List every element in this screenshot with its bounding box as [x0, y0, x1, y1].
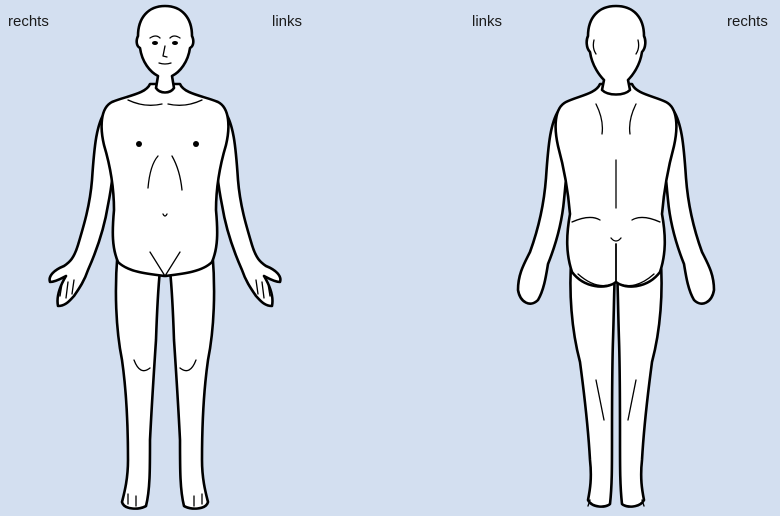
back-head: [587, 6, 646, 95]
back-right-leg: [617, 250, 662, 507]
front-left-nipple: [193, 141, 199, 147]
front-fingers: [60, 280, 270, 298]
front-left-eye: [172, 41, 178, 45]
front-right-nipple: [136, 141, 142, 147]
front-right-eye: [152, 41, 158, 45]
front-left-leg: [116, 248, 160, 509]
back-left-leg: [570, 250, 615, 507]
front-view-figure: [50, 6, 281, 509]
front-right-leg: [170, 248, 214, 509]
front-torso: [102, 84, 229, 276]
back-view-figure: [518, 6, 714, 507]
